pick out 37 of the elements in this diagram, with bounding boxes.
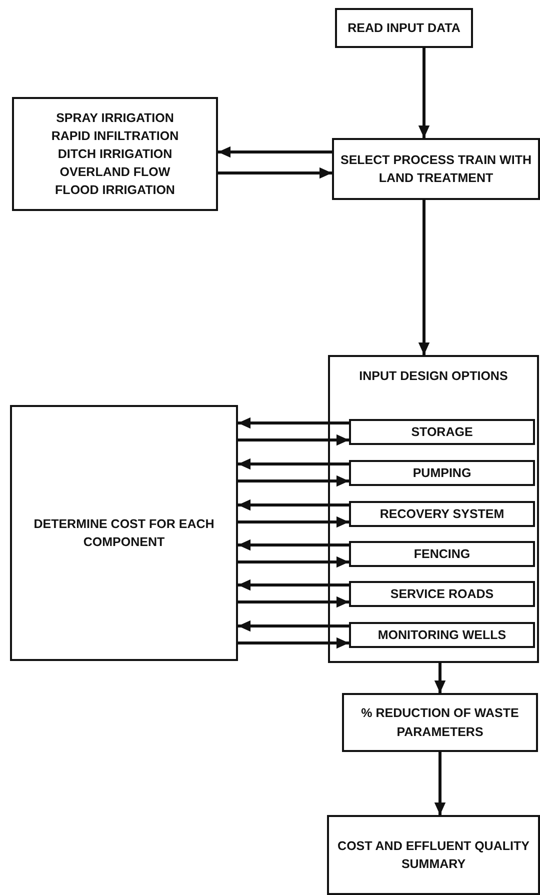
- arrow: [434, 663, 446, 693]
- arrow: [238, 539, 349, 551]
- node-text: INPUT DESIGN OPTIONS: [359, 368, 508, 385]
- options-list-box: [12, 97, 218, 211]
- process-box: SELECT PROCESS TRAIN WITH LAND TREATMENT: [332, 138, 540, 200]
- arrow: [418, 200, 430, 355]
- node-text: OVERLAND FLOW: [60, 164, 170, 182]
- option-box: FENCING: [349, 541, 535, 567]
- process-box: % REDUCTION OF WASTE PARAMETERS: [342, 693, 538, 752]
- arrow: [238, 637, 349, 649]
- process-box: DETERMINE COST FOR EACH COMPONENT: [10, 405, 238, 661]
- arrow: [238, 458, 349, 470]
- arrow: [218, 167, 332, 179]
- option-box: MONITORING WELLS: [349, 622, 535, 648]
- option-box: SERVICE ROADS: [349, 581, 535, 607]
- arrow: [238, 579, 349, 591]
- arrow: [238, 475, 349, 487]
- arrow: [418, 48, 430, 138]
- arrow: [238, 620, 349, 632]
- arrow: [238, 516, 349, 528]
- node-text: RAPID INFILTRATION: [51, 128, 179, 145]
- node-text: FLOOD IRRIGATION: [55, 182, 175, 200]
- node-text: SPRAY IRRIGATION: [56, 110, 174, 127]
- option-box: PUMPING: [349, 460, 535, 486]
- node-text: DITCH IRRIGATION: [58, 146, 172, 163]
- process-box: READ INPUT DATA: [335, 8, 473, 48]
- option-box: RECOVERY SYSTEM: [349, 501, 535, 527]
- option-box: STORAGE: [349, 419, 535, 445]
- arrow: [238, 417, 349, 429]
- arrow: [238, 556, 349, 568]
- arrow: [238, 434, 349, 446]
- output-box: COST AND EFFLUENT QUALITY SUMMARY: [327, 815, 540, 895]
- arrow: [218, 146, 332, 158]
- options-panel: [328, 355, 539, 663]
- arrow: [238, 596, 349, 608]
- arrow: [434, 752, 446, 815]
- arrow: [238, 499, 349, 511]
